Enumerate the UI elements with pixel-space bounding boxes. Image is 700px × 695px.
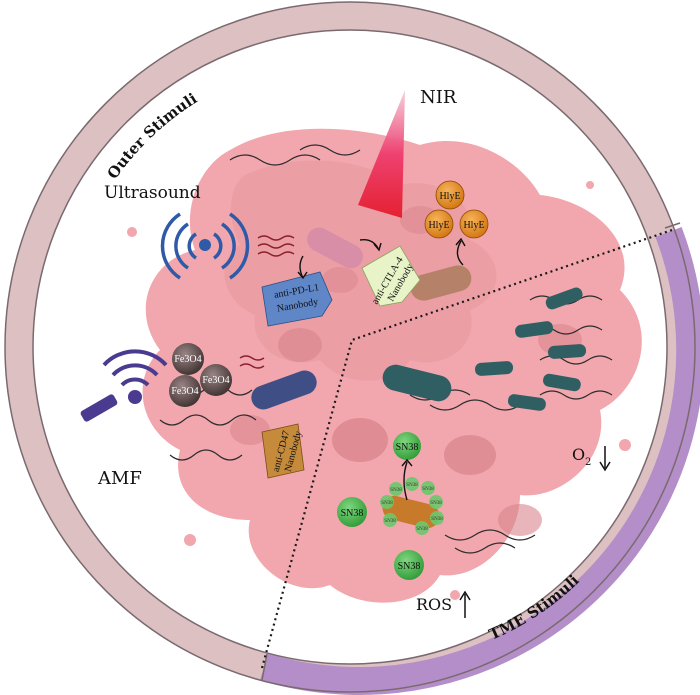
hlye-particle: HlyE	[424, 209, 454, 239]
bacterium-teal	[543, 373, 581, 392]
svg-text:HlyE: HlyE	[428, 220, 449, 231]
ultrasound-wave-arrows	[239, 235, 295, 369]
tumor-cell-nucleus	[332, 418, 388, 462]
svg-text:Fe3O4: Fe3O4	[171, 386, 198, 397]
stimuli-ring	[4, 1, 700, 695]
tme-stimuli-ring	[259, 227, 700, 695]
bacterium-teal	[475, 361, 514, 376]
svg-text:SN38: SN38	[396, 442, 419, 453]
amf-label: AMF	[97, 468, 142, 489]
svg-text:HlyE: HlyE	[463, 220, 484, 231]
bacterium-teal	[507, 394, 546, 411]
bacterium-teal	[545, 287, 583, 310]
nir-beam	[358, 90, 405, 218]
tumor-cell-nucleus	[498, 504, 542, 536]
sn38-particle: SN38	[337, 497, 367, 527]
hlye-particle: HlyE	[459, 209, 489, 239]
sn38-small-cluster: SN38 SN38 SN38 SN38 SN38 SN38 SN38 SN38	[380, 477, 444, 535]
sn38-particles: SN38 SN38 SN38 SN38 SN38 SN38 SN38 SN38 …	[337, 432, 444, 580]
svg-text:SN38: SN38	[390, 488, 402, 493]
ultrasound-icon	[160, 212, 250, 280]
svg-text:SN38: SN38	[384, 519, 396, 524]
svg-text:SN38: SN38	[416, 527, 428, 532]
svg-text:SN38: SN38	[398, 561, 421, 572]
amf-coil-icon	[80, 349, 168, 422]
svg-text:SN38: SN38	[431, 517, 443, 522]
bacterium-brown	[410, 265, 472, 301]
fe3o4-particle: Fe3O4	[200, 364, 232, 396]
o2-indicator: O 2	[572, 445, 611, 472]
sn38-particle: SN38	[394, 550, 424, 580]
svg-text:SN38: SN38	[341, 508, 364, 519]
bacteria	[251, 227, 587, 529]
svg-text:SN38: SN38	[381, 501, 393, 506]
release-arrows	[297, 237, 466, 501]
ultrasound-label: Ultrasound	[104, 183, 201, 203]
o2-label: O	[572, 445, 585, 464]
svg-text:SN38: SN38	[406, 483, 418, 488]
tumor-cell-nucleus	[444, 435, 496, 475]
svg-text:HlyE: HlyE	[439, 191, 460, 202]
tumor-cell-nucleus	[322, 267, 358, 293]
svg-text:Fe3O4: Fe3O4	[202, 375, 229, 386]
bacterium-teal	[515, 321, 554, 338]
bacterium-blue	[251, 370, 317, 410]
fe3o4-particles: Fe3O4 Fe3O4 Fe3O4	[169, 343, 232, 407]
bacterium-teal-large	[382, 364, 452, 402]
ros-indicator: ROS	[416, 590, 471, 618]
anti-cd47-nanobody-tag: anti-CD47 Nanobody	[261, 423, 305, 479]
hlye-particles: HlyE HlyE HlyE	[424, 180, 489, 239]
svg-text:SN38: SN38	[422, 487, 434, 492]
tumor-cell-nucleus	[230, 415, 270, 445]
ros-label: ROS	[416, 595, 452, 614]
svg-text:SN38: SN38	[430, 501, 442, 506]
nir-label: NIR	[420, 87, 457, 108]
tumor-mass	[127, 128, 642, 603]
hlye-particle: HlyE	[435, 180, 465, 210]
o2-subscript: 2	[585, 457, 591, 468]
fe3o4-particle: Fe3O4	[172, 343, 204, 375]
anti-pdl1-nanobody-tag: anti-PD-L1 Nanobody	[261, 271, 333, 327]
tumor-cell-nucleus	[278, 328, 322, 362]
bacterium-pink	[307, 227, 363, 269]
svg-text:Fe3O4: Fe3O4	[174, 354, 201, 365]
sn38-particle: SN38	[393, 432, 421, 460]
fe3o4-particle: Fe3O4	[169, 375, 201, 407]
bacterium-teal	[548, 344, 587, 359]
